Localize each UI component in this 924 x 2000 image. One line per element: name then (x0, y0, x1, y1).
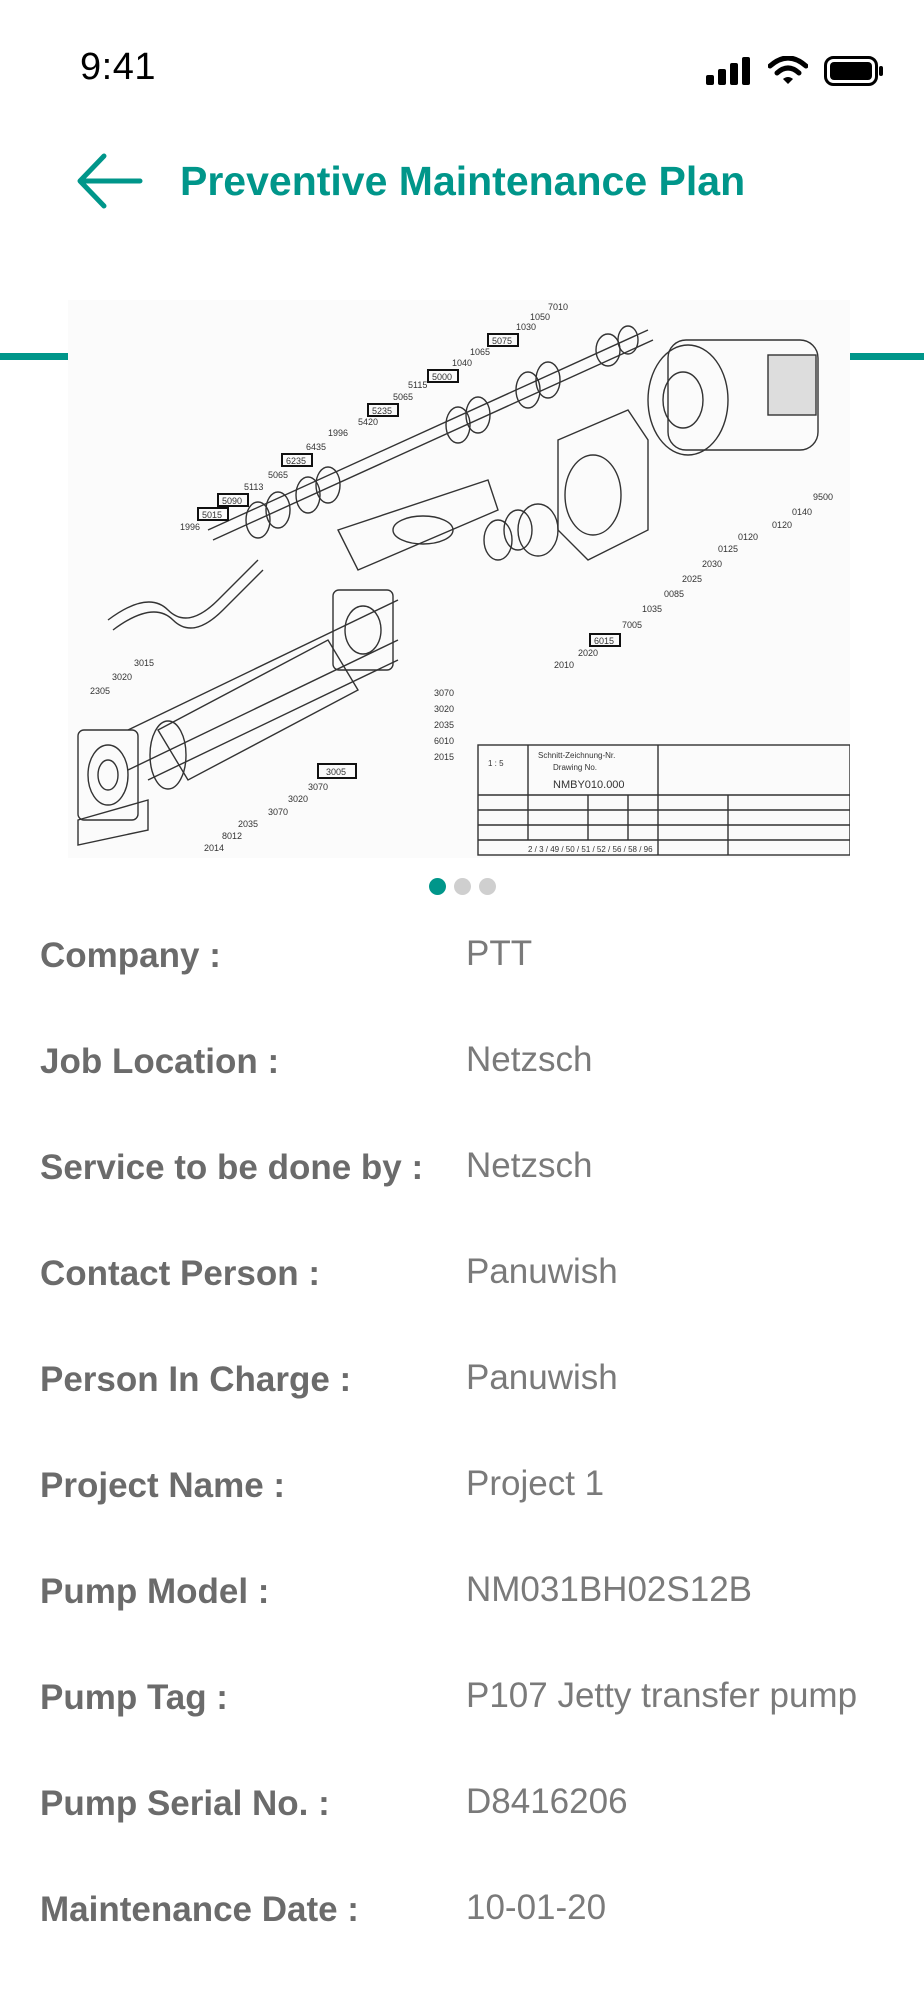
svg-text:1996: 1996 (180, 522, 200, 532)
detail-label: Company : (40, 936, 221, 975)
svg-text:0120: 0120 (772, 520, 792, 530)
detail-value: P107 Jetty transfer pump (466, 1676, 858, 1715)
cellular-signal-icon (706, 57, 750, 85)
svg-text:9500: 9500 (813, 492, 833, 502)
svg-text:5015: 5015 (202, 510, 222, 520)
wifi-icon (768, 56, 808, 84)
svg-text:1065: 1065 (470, 347, 490, 357)
svg-text:2 / 3 / 49 / 50 / 51 / 52 / 56: 2 / 3 / 49 / 50 / 51 / 52 / 56 / 58 / 96 (528, 845, 653, 854)
svg-text:1035: 1035 (642, 604, 662, 614)
status-time: 9:41 (80, 46, 156, 88)
detail-row-pump-serial: Pump Serial No. : D8416206 (0, 1748, 924, 1854)
svg-text:Drawing No.: Drawing No. (553, 763, 597, 772)
detail-row-project-name: Project Name : Project 1 (0, 1430, 924, 1536)
detail-value: 10-01-20 (466, 1888, 607, 1927)
back-button[interactable] (74, 150, 146, 212)
svg-text:3005: 3005 (326, 767, 346, 777)
svg-text:5075: 5075 (492, 336, 512, 346)
svg-text:NMBY010.000: NMBY010.000 (553, 779, 625, 791)
page-title: Preventive Maintenance Plan (180, 158, 746, 204)
detail-row-service-by: Service to be done by : Netzsch (0, 1112, 924, 1218)
svg-text:1 : 5: 1 : 5 (488, 759, 504, 768)
svg-text:2035: 2035 (238, 819, 258, 829)
battery-icon (824, 56, 883, 86)
carousel-pagination (0, 878, 924, 895)
carousel-dot-3[interactable] (478, 878, 496, 895)
detail-value: NM031BH02S12B (466, 1570, 752, 1609)
detail-row-company: Company : PTT (0, 900, 924, 1006)
svg-text:7010: 7010 (548, 302, 568, 312)
app-bar: Preventive Maintenance Plan (0, 120, 924, 360)
detail-value: Panuwish (466, 1358, 618, 1397)
svg-text:3070: 3070 (268, 807, 288, 817)
svg-text:0140: 0140 (792, 507, 812, 517)
svg-text:2035: 2035 (434, 720, 454, 730)
status-icons (706, 56, 884, 86)
detail-value: Project 1 (466, 1464, 605, 1503)
svg-text:2015: 2015 (434, 752, 454, 762)
svg-text:5235: 5235 (372, 406, 392, 416)
svg-text:5000: 5000 (432, 372, 452, 382)
svg-text:2305: 2305 (90, 686, 110, 696)
detail-value: Netzsch (466, 1146, 593, 1185)
svg-text:5065: 5065 (393, 392, 413, 402)
detail-label: Contact Person : (40, 1254, 321, 1293)
svg-text:5420: 5420 (358, 417, 378, 427)
detail-label: Person In Charge : (40, 1360, 352, 1399)
detail-label: Job Location : (40, 1042, 280, 1081)
svg-text:5065: 5065 (268, 470, 288, 480)
svg-text:0125: 0125 (718, 544, 738, 554)
detail-value: PTT (466, 934, 533, 973)
svg-text:0120: 0120 (738, 532, 758, 542)
svg-text:8012: 8012 (222, 831, 242, 841)
svg-text:5115: 5115 (408, 380, 427, 390)
detail-label: Project Name : (40, 1466, 286, 1505)
svg-text:1040: 1040 (452, 358, 472, 368)
detail-row-job-location: Job Location : Netzsch (0, 1006, 924, 1112)
svg-text:6015: 6015 (594, 636, 614, 646)
svg-text:2030: 2030 (702, 559, 722, 569)
detail-label: Pump Model : (40, 1572, 270, 1611)
svg-text:2025: 2025 (682, 574, 702, 584)
svg-text:2010: 2010 (554, 660, 574, 670)
svg-text:3070: 3070 (434, 688, 454, 698)
detail-value: Netzsch (466, 1040, 593, 1079)
svg-text:7005: 7005 (622, 620, 642, 630)
carousel-dot-2[interactable] (453, 878, 471, 895)
detail-label: Pump Serial No. : (40, 1784, 330, 1823)
svg-text:2020: 2020 (578, 648, 598, 658)
svg-text:6435: 6435 (306, 442, 326, 452)
detail-row-maintenance-date: Maintenance Date : 10-01-20 (0, 1854, 924, 1960)
svg-text:6010: 6010 (434, 736, 454, 746)
detail-row-pump-tag: Pump Tag : P107 Jetty transfer pump (0, 1642, 924, 1748)
carousel-dot-1[interactable] (428, 878, 446, 895)
svg-text:3020: 3020 (112, 672, 132, 682)
detail-value: Panuwish (466, 1252, 618, 1291)
detail-label: Maintenance Date : (40, 1890, 359, 1929)
svg-text:1030: 1030 (516, 322, 536, 332)
svg-text:2014: 2014 (204, 843, 224, 853)
svg-text:Schnitt-Zeichnung-Nr.: Schnitt-Zeichnung-Nr. (538, 751, 615, 760)
svg-text:1050: 1050 (530, 312, 550, 322)
svg-text:1996: 1996 (328, 428, 348, 438)
svg-text:5090: 5090 (222, 496, 242, 506)
detail-label: Pump Tag : (40, 1678, 228, 1717)
svg-text:3015: 3015 (134, 658, 154, 668)
svg-text:3070: 3070 (308, 782, 328, 792)
detail-row-pump-model: Pump Model : NM031BH02S12B (0, 1536, 924, 1642)
detail-row-contact-person: Contact Person : Panuwish (0, 1218, 924, 1324)
svg-text:3020: 3020 (288, 794, 308, 804)
svg-text:3020: 3020 (434, 704, 454, 714)
svg-text:5113: 5113 (244, 482, 263, 492)
detail-row-person-in-charge: Person In Charge : Panuwish (0, 1324, 924, 1430)
status-bar: 9:41 (0, 0, 924, 120)
svg-text:6235: 6235 (286, 456, 306, 466)
svg-text:0085: 0085 (664, 589, 684, 599)
detail-value: D8416206 (466, 1782, 628, 1821)
arrow-left-icon (77, 153, 143, 209)
detail-label: Service to be done by : (40, 1148, 424, 1187)
